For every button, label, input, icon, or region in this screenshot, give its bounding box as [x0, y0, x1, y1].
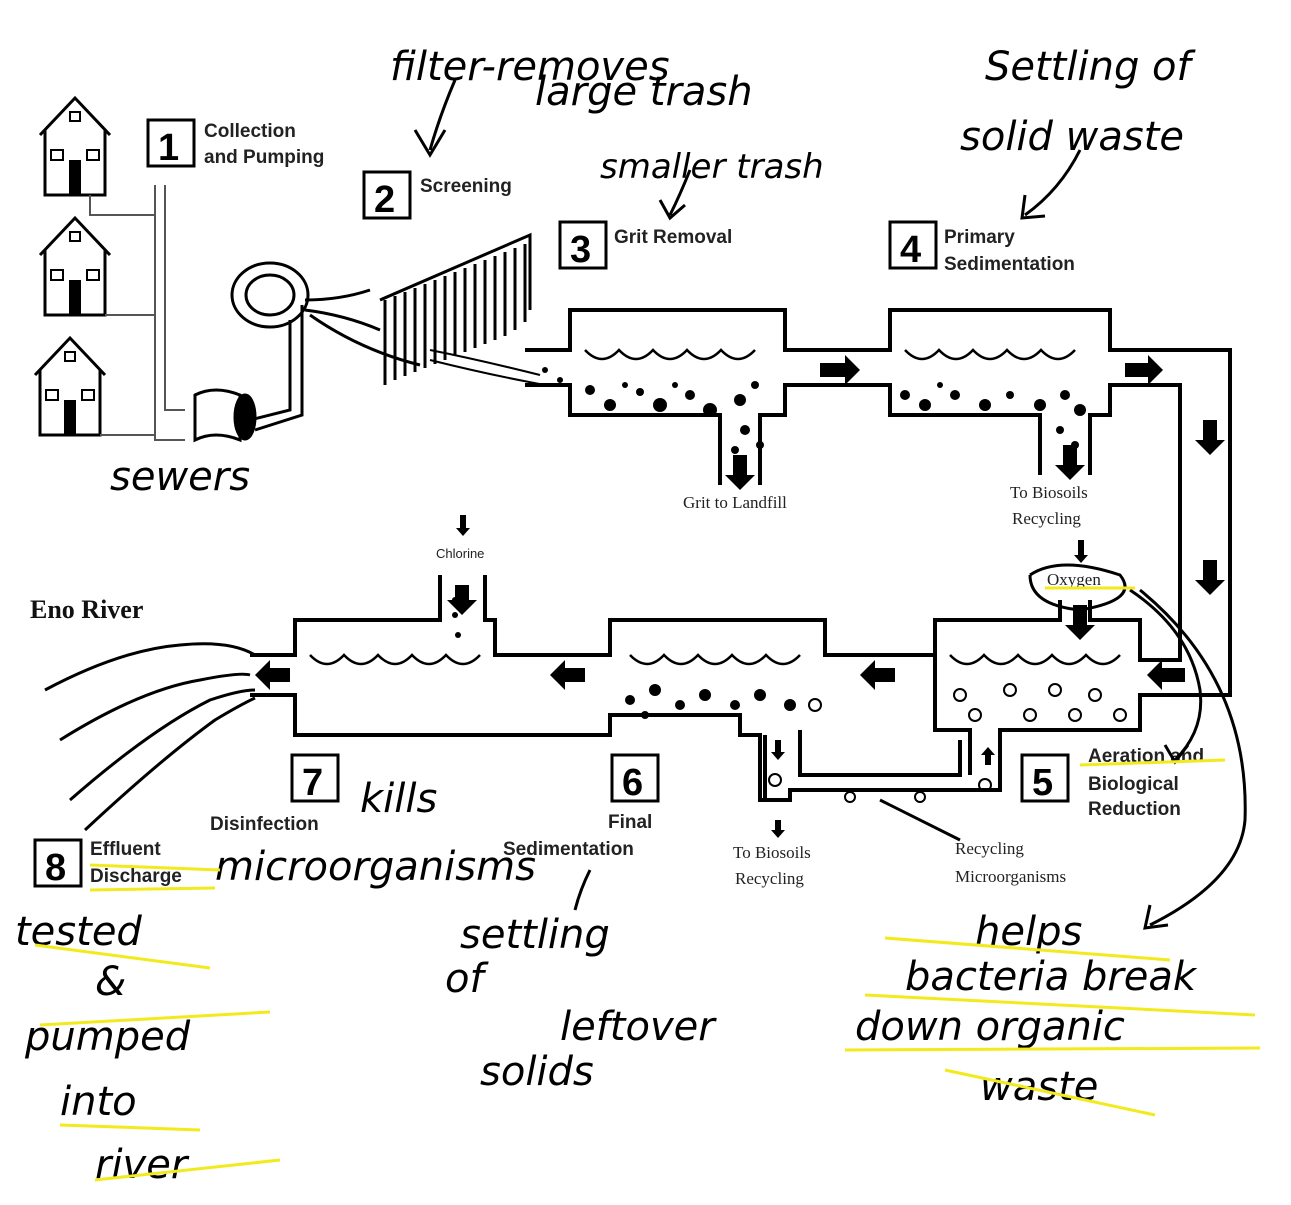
step-number: 2 — [374, 179, 395, 221]
step-label: Reduction — [1088, 799, 1181, 820]
note-settle: Settling of — [985, 44, 1197, 90]
biosoils-label: To Biosoils — [1010, 483, 1088, 502]
chlorine-label: Chlorine — [436, 546, 484, 561]
house-icon — [38, 95, 112, 197]
oxygen-label: Oxygen — [1047, 570, 1101, 589]
step-7: 7 Disinfection — [210, 753, 340, 835]
note-final: of — [445, 956, 489, 1002]
note-settle: solid waste — [960, 114, 1184, 160]
biosoils-label: Recycling — [1012, 509, 1081, 528]
note-sewers: sewers — [110, 454, 250, 500]
grit-tank — [250, 308, 1232, 802]
recycling-label: Microorganisms — [955, 867, 1066, 886]
step-label: and Pumping — [204, 147, 324, 168]
note-screen: large trash — [535, 69, 753, 115]
step-label: Discharge — [90, 866, 182, 887]
biosoils-label: To Biosoils — [733, 843, 811, 862]
step-number: 3 — [570, 229, 591, 271]
step-8: 8 Effluent Discharge — [33, 838, 182, 889]
step-label: Biological — [1088, 774, 1179, 795]
step-4: 4 Primary Sedimentation — [888, 220, 1075, 275]
note-effluent: into — [60, 1079, 137, 1125]
step-number: 6 — [622, 762, 643, 804]
step-number: 4 — [900, 229, 921, 271]
annotation-arrow — [1020, 149, 1082, 220]
step-number: 8 — [45, 847, 66, 889]
step-number: 1 — [158, 127, 179, 169]
biosoils-label: Recycling — [735, 869, 804, 888]
house-icon — [33, 335, 107, 437]
sewer-lines — [89, 185, 185, 441]
annotation-arrow — [413, 79, 457, 158]
step-number: 7 — [302, 762, 323, 804]
water-waves — [309, 348, 1121, 666]
house-icon — [38, 215, 112, 317]
note-effluent: river — [95, 1142, 190, 1188]
step-label: Final — [608, 812, 652, 833]
note-screen: filter-removes — [390, 44, 670, 90]
note-effluent: tested — [15, 909, 142, 955]
step-label: Primary — [944, 227, 1015, 248]
step-label: Collection — [204, 121, 296, 142]
highlight-strokes — [34, 586, 1261, 1182]
step-3: 3 Grit Removal — [558, 220, 732, 271]
pump-icon — [193, 261, 421, 443]
step-label: Screening — [420, 176, 512, 197]
note-aeration: down organic — [855, 1004, 1125, 1050]
flow-arrows — [255, 355, 1225, 838]
annotation-arrow — [658, 169, 692, 221]
recycling-label: Recycling — [955, 839, 1024, 858]
note-final: leftover — [560, 1004, 717, 1050]
note-effluent: & — [95, 959, 126, 1005]
step-1: 1 Collection and Pumping — [146, 118, 324, 169]
note-final: solids — [480, 1049, 594, 1095]
note-grit: smaller trash — [600, 147, 824, 187]
step-label: Disinfection — [210, 814, 319, 835]
note-kills: microorganisms — [215, 844, 536, 890]
step-5: 5 Aeration and Biological Reduction — [1020, 746, 1204, 820]
note-final: settling — [460, 912, 610, 958]
grit-particles — [452, 367, 1086, 719]
note-aeration: waste — [980, 1064, 1098, 1110]
screen-icon — [379, 232, 546, 386]
note-aeration: bacteria break — [905, 954, 1198, 1000]
river-lines — [44, 642, 256, 832]
step-label: Grit Removal — [614, 227, 732, 248]
note-kills: kills — [360, 776, 437, 822]
microorganism-icons — [768, 683, 1127, 803]
grit-landfill-label: Grit to Landfill — [683, 493, 787, 512]
step-label: Sedimentation — [503, 839, 634, 860]
step-number: 5 — [1032, 762, 1053, 804]
step-label: Effluent — [90, 839, 161, 860]
step-2: 2 Screening — [362, 170, 512, 221]
step-6: 6 Final Sedimentation — [503, 753, 660, 860]
step-label: Sedimentation — [944, 254, 1075, 275]
river-label: Eno River — [30, 595, 143, 624]
annotation-arrow — [573, 869, 592, 911]
